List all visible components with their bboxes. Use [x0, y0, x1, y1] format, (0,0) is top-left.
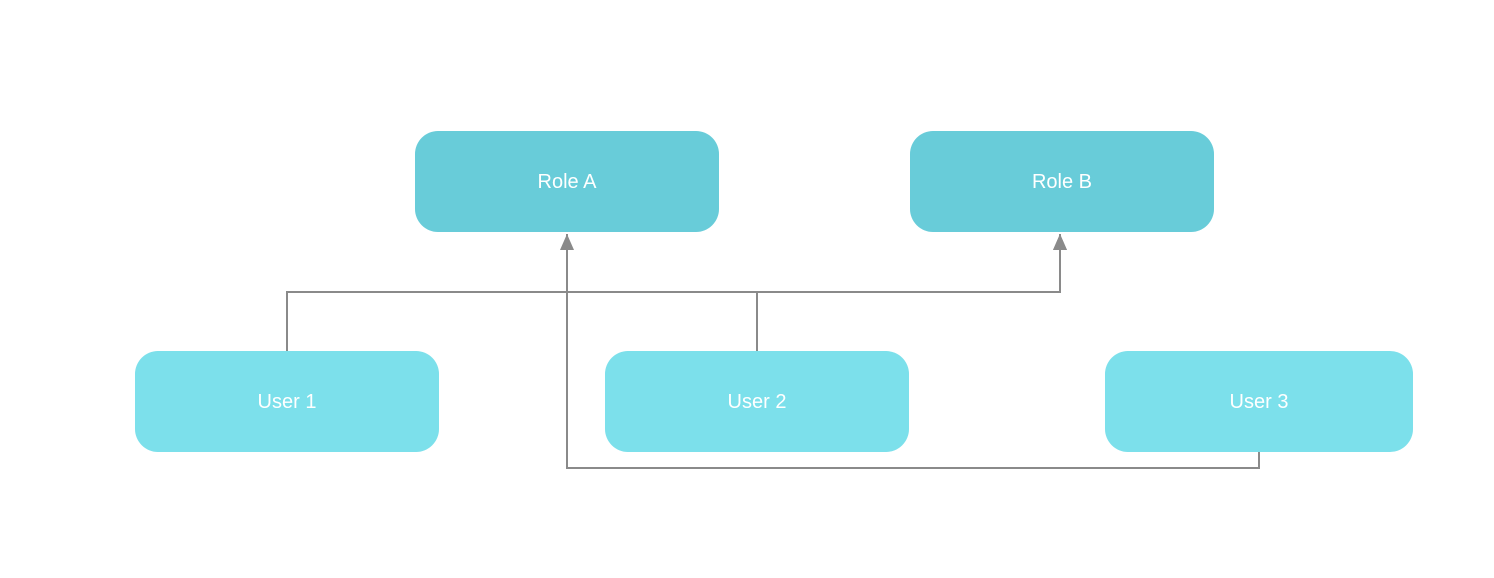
node-role-b: Role B — [910, 131, 1214, 232]
node-label-role-a: Role A — [537, 170, 597, 193]
edge-user2-roleb — [756, 234, 1067, 351]
node-role-a: Role A — [415, 131, 719, 232]
node-label-user-3: User 3 — [1229, 390, 1289, 413]
node-label-user-1: User 1 — [257, 390, 317, 413]
node-user-1: User 1 — [135, 351, 439, 452]
edge-user3-rolea — [560, 234, 1260, 469]
node-user-3: User 3 — [1105, 351, 1413, 452]
node-user-2: User 2 — [605, 351, 909, 452]
node-label-user-2: User 2 — [727, 390, 787, 413]
node-label-role-b: Role B — [1031, 170, 1093, 193]
